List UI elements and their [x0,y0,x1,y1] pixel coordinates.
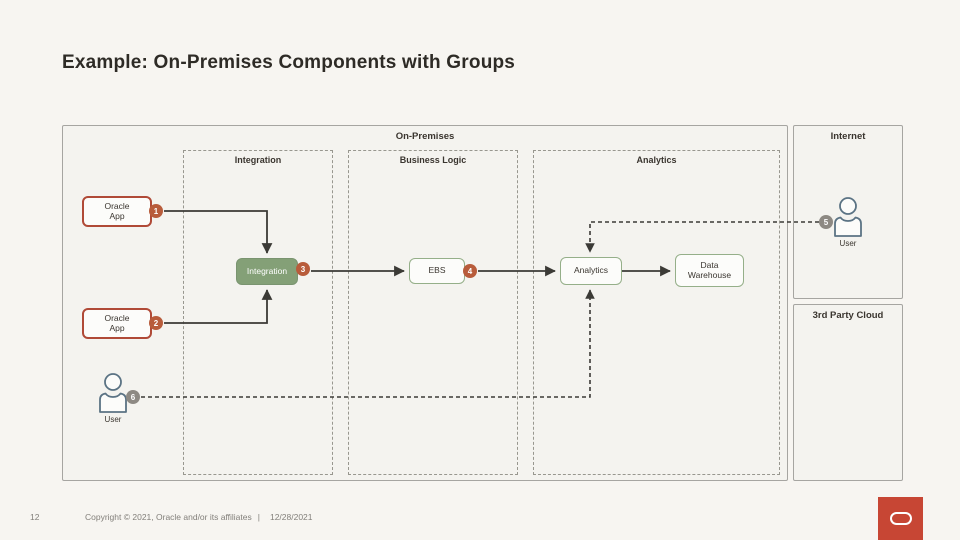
internet-user-label: User [839,239,857,248]
footer-separator: | [257,512,260,522]
oracle-app-node-2: Oracle App [82,308,152,339]
oracle-app-node-1: Oracle App [82,196,152,227]
business-logic-group: Business Logic [348,150,518,475]
step-badge-6: 6 [126,390,140,404]
oracle-app-node-2-label: Oracle App [104,312,130,333]
step-badge-1: 1 [149,204,163,218]
integration-group: Integration [183,150,333,475]
step-badge-5: 5 [819,215,833,229]
on-premises-label: On-Premises [395,131,455,142]
integration-group-label: Integration [234,155,282,165]
data-warehouse-node-label: Data Warehouse [687,259,732,280]
oracle-o-icon [889,512,912,525]
step-badge-4: 4 [463,264,477,278]
ebs-node-label: EBS [428,265,446,276]
ebs-node: EBS [409,258,465,284]
third-party-cloud-label: 3rd Party Cloud [812,310,884,321]
business-logic-group-label: Business Logic [399,155,467,165]
step-badge-2: 2 [149,316,163,330]
page-number: 12 [30,512,40,522]
analytics-group-label: Analytics [636,155,677,165]
third-party-cloud-container: 3rd Party Cloud [793,304,903,481]
oracle-logo [878,497,923,540]
footer: 12 Copyright © 2021, Oracle and/or its a… [30,512,313,522]
analytics-group: Analytics [533,150,780,475]
on-prem-user-label: User [104,415,122,424]
internet-label: Internet [830,131,866,142]
integration-node-label: Integration [246,265,288,276]
page-title: Example: On-Premises Components with Gro… [62,52,516,73]
copyright-text: Copyright © 2021, Oracle and/or its affi… [85,512,252,522]
data-warehouse-node: Data Warehouse [675,254,744,287]
integration-node: Integration [236,258,298,285]
user-icon [99,373,127,413]
user-icon [834,197,862,237]
oracle-app-node-1-label: Oracle App [104,200,130,221]
analytics-node-label: Analytics [573,265,608,276]
analytics-node: Analytics [560,257,622,285]
internet-user: User [828,197,868,248]
footer-date: 12/28/2021 [269,512,313,522]
step-badge-3: 3 [296,262,310,276]
on-prem-user: User [93,373,133,424]
